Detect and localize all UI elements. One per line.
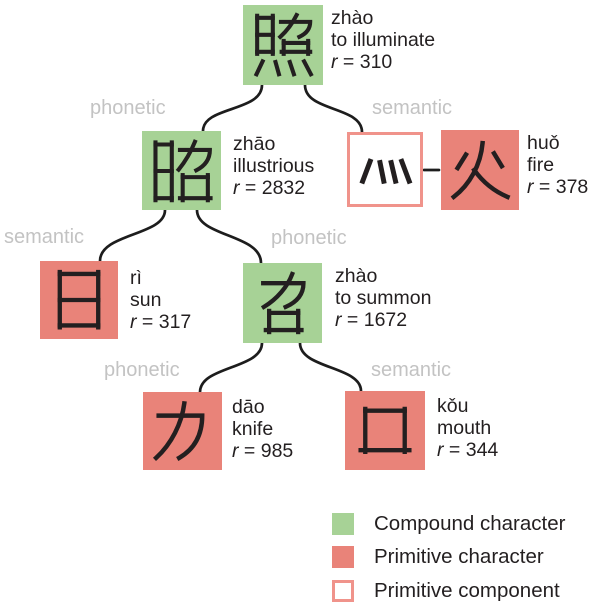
edge-illuminate-illustrious bbox=[201, 83, 264, 133]
legend-item-primitive: Primitive character bbox=[332, 545, 544, 568]
node-illustrious-text: zhāo illustrious r = 2832 bbox=[233, 133, 314, 199]
pinyin: zhào bbox=[335, 265, 378, 287]
node-mouth-text: kǒu mouth r = 344 bbox=[437, 395, 498, 461]
gloss: knife bbox=[232, 418, 274, 440]
pinyin: huǒ bbox=[527, 132, 560, 154]
node-summon bbox=[243, 263, 322, 343]
node-summon-text: zhào to summon r = 1672 bbox=[335, 265, 431, 331]
legend-label: Primitive component bbox=[374, 579, 560, 602]
edge-summon-knife bbox=[198, 341, 264, 394]
char-sun-glyph bbox=[57, 269, 101, 330]
compound-swatch-icon bbox=[332, 513, 354, 535]
pinyin: dāo bbox=[232, 396, 265, 418]
node-sun-text: rì sun r = 317 bbox=[130, 267, 191, 333]
gloss: fire bbox=[527, 154, 555, 176]
legend-item-compound: Compound character bbox=[332, 512, 566, 535]
rank: r = 344 bbox=[437, 439, 499, 461]
node-knife bbox=[143, 392, 222, 470]
edge-summon-mouth bbox=[298, 341, 363, 393]
edge-illuminate-fire-component bbox=[303, 83, 364, 134]
legend-item-component: Primitive component bbox=[332, 579, 560, 602]
gloss: mouth bbox=[437, 417, 492, 439]
gloss: illustrious bbox=[233, 155, 315, 177]
char-fire-component-glyph bbox=[359, 157, 413, 184]
edge-illustrious-summon bbox=[195, 208, 263, 265]
component-swatch-icon bbox=[332, 580, 354, 602]
rank: r = 378 bbox=[527, 176, 589, 198]
gloss: sun bbox=[130, 289, 162, 311]
rank: r = 310 bbox=[331, 51, 393, 73]
edge-label-phonetic-mid: phonetic bbox=[271, 227, 347, 249]
char-knife-glyph bbox=[152, 400, 204, 462]
rank: r = 317 bbox=[130, 311, 192, 333]
edge-label-semantic-mid: semantic bbox=[4, 226, 85, 248]
legend-label: Primitive character bbox=[374, 545, 544, 568]
node-illuminate bbox=[243, 5, 323, 85]
edge-label-phonetic-top: phonetic bbox=[90, 97, 166, 119]
edge-label-semantic-top: semantic bbox=[372, 97, 453, 119]
node-fire-text: huǒ fire r = 378 bbox=[527, 132, 588, 198]
node-fire-component bbox=[347, 132, 423, 207]
edge-label-phonetic-bottom: phonetic bbox=[104, 359, 180, 381]
char-fire-glyph bbox=[450, 140, 511, 201]
rank: r = 2832 bbox=[233, 177, 306, 199]
pinyin: rì bbox=[130, 267, 142, 289]
rank: r = 1672 bbox=[335, 309, 408, 331]
node-fire bbox=[441, 130, 519, 210]
node-mouth bbox=[345, 391, 425, 470]
node-sun bbox=[40, 261, 118, 339]
edge-label-semantic-bottom: semantic bbox=[371, 359, 452, 381]
char-mouth-glyph bbox=[358, 406, 412, 454]
pinyin: kǒu bbox=[437, 395, 469, 417]
char-illuminate-glyph bbox=[253, 12, 314, 77]
gloss: to summon bbox=[335, 287, 432, 309]
node-illustrious bbox=[142, 131, 221, 210]
pinyin: zhào bbox=[331, 7, 374, 29]
char-illustrious-glyph bbox=[152, 138, 213, 202]
char-summon-glyph bbox=[260, 271, 306, 335]
rank: r = 985 bbox=[232, 440, 294, 462]
primitive-swatch-icon bbox=[332, 546, 354, 568]
gloss: to illuminate bbox=[331, 29, 436, 51]
pinyin: zhāo bbox=[233, 133, 276, 155]
edge-illustrious-sun bbox=[98, 208, 167, 263]
node-illuminate-text: zhào to illuminate r = 310 bbox=[331, 7, 435, 73]
node-knife-text: dāo knife r = 985 bbox=[232, 396, 293, 462]
legend-label: Compound character bbox=[374, 512, 566, 535]
